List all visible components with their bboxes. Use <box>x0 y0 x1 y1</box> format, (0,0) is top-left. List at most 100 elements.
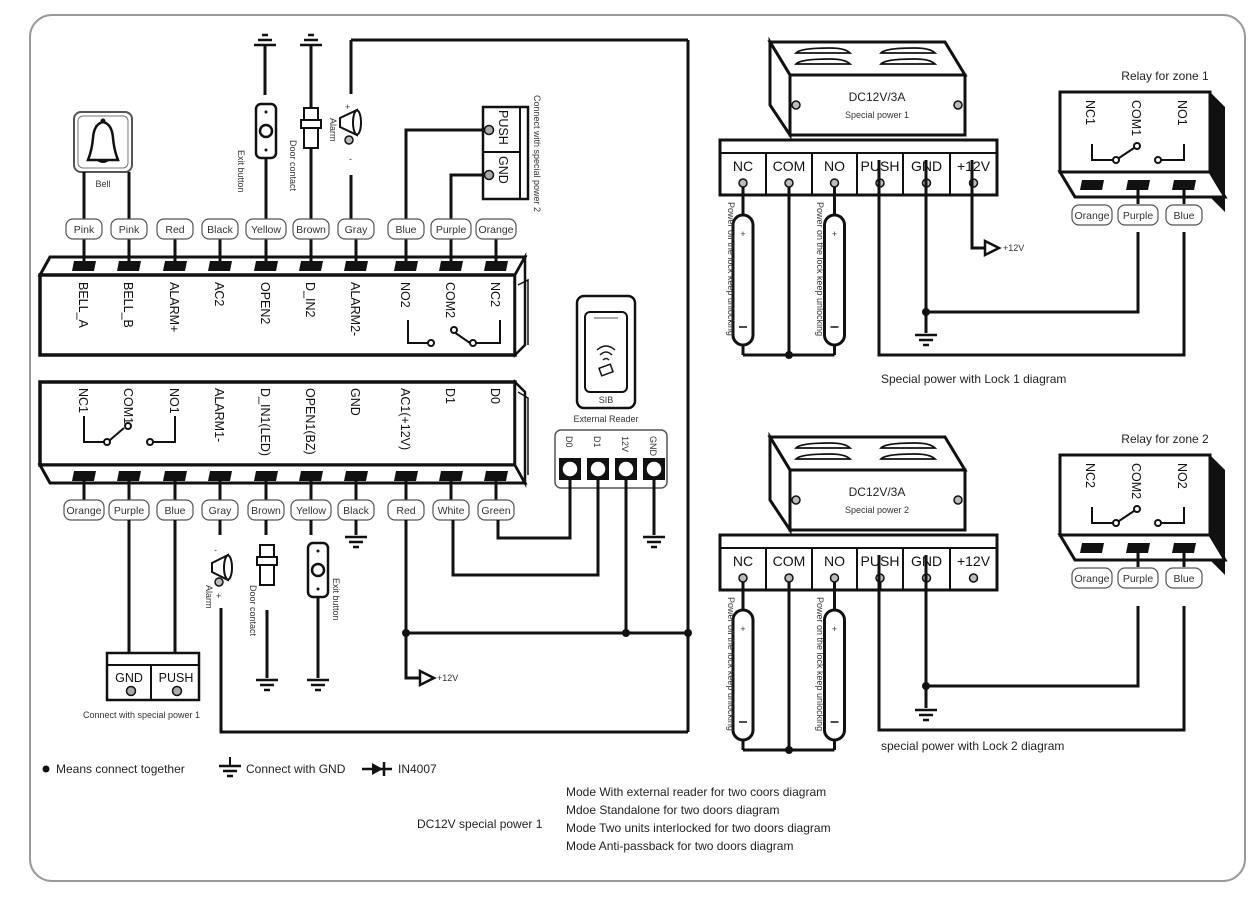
screw-icon <box>829 573 840 583</box>
lower-terminal-label: NC1 <box>76 388 90 413</box>
wire-color-label: Yellow <box>296 505 326 517</box>
wire-color-badge <box>475 218 517 240</box>
power-terminal-label: +12V <box>957 553 991 569</box>
screw-icon <box>483 169 495 181</box>
terminal-pad <box>1080 180 1104 190</box>
reader-pin-label: D1 <box>592 436 602 448</box>
lower-terminal-label: D1 <box>443 388 457 404</box>
plus12v-label: +12V <box>1003 243 1024 253</box>
terminal-pad <box>299 261 323 271</box>
relay-title: Relay for zone 2 <box>1121 432 1209 446</box>
lower-terminal-strip <box>37 378 529 488</box>
terminal-pad <box>439 261 463 271</box>
lower-wire-badge: Orange <box>63 499 105 521</box>
upper-terminal-label: NC2 <box>488 282 502 307</box>
power-terminal-label: COM <box>773 553 806 569</box>
lower-wire-badge: Green <box>477 499 515 521</box>
relay-wire-badge: Purple <box>1117 204 1159 226</box>
wire-color-badge <box>201 218 239 240</box>
alarm-minus-label: - <box>214 545 217 555</box>
reader-terminal <box>559 458 581 480</box>
svg-text:+: + <box>740 229 745 239</box>
terminal-pad <box>208 261 232 271</box>
door-contact-icon <box>300 107 322 149</box>
plus12v-label: +12V <box>437 673 458 683</box>
lower-wire-badge: White <box>432 499 470 521</box>
terminal-pad <box>344 471 368 481</box>
lower-terminal-label: OPEN1(BZ) <box>303 388 317 455</box>
power-name: Special power 1 <box>845 110 909 120</box>
wire-color-label: Purple <box>114 505 145 517</box>
alarm-siren-icon <box>339 108 362 145</box>
wire-color-badge <box>65 218 103 240</box>
wire-color-label: Brown <box>296 224 326 236</box>
gnd-icon <box>305 678 331 692</box>
diode-icon <box>362 762 392 776</box>
svg-text:+: + <box>832 229 837 239</box>
wire-color-label: Gray <box>209 505 233 517</box>
special-power2-note: Connect with special power 2 <box>532 95 542 212</box>
wire-color-badge <box>430 218 472 240</box>
wire-color-badge <box>1071 567 1113 589</box>
wire-color-label: Orange <box>478 224 513 236</box>
footer-mode-line: Mdoe Standalone for two doors diagram <box>566 803 779 817</box>
lower-wire-badge: Purple <box>108 499 150 521</box>
svg-text:+: + <box>740 624 745 634</box>
terminal-pad <box>344 261 368 271</box>
relay-terminal-label: NC1 <box>1083 100 1097 125</box>
power-rating: DC12V/3A <box>849 485 906 499</box>
upper-wire-badge: Pink <box>65 218 103 240</box>
wire-color-label: Red <box>165 224 184 236</box>
power-name: Special power 2 <box>845 505 909 515</box>
terminal-pad <box>1172 543 1196 553</box>
upper-terminal-label: COM2 <box>443 282 457 318</box>
exit-button-label: Exit button <box>236 150 246 193</box>
relay-terminal-label: COM1 <box>1129 100 1143 136</box>
terminal-pad <box>394 261 418 271</box>
wire-color-label: Black <box>207 224 233 236</box>
screw-icon <box>738 573 748 583</box>
power-terminal-label: NC <box>733 158 753 174</box>
door-contact-label: Door contact <box>288 140 298 192</box>
exit-button-label: Exit button <box>331 578 341 621</box>
screw-icon <box>784 573 794 583</box>
terminal-pad <box>163 261 187 271</box>
gnd-icon <box>913 333 939 347</box>
wire-color-badge <box>110 218 148 240</box>
wire-color-label: Pink <box>74 224 95 236</box>
power-terminal-label: NO <box>824 553 845 569</box>
lock-off-note: Power off the lock keep unlocking <box>726 202 736 336</box>
lock-on-note: Power on the lock keep unlocking <box>815 202 825 336</box>
reader-pin-label: 12V <box>620 436 630 452</box>
page-frame <box>29 14 1246 882</box>
upper-wire-badge: Orange <box>475 218 517 240</box>
upper-wire-badge: Black <box>201 218 239 240</box>
upper-terminal-label: ALARM+ <box>167 282 181 332</box>
gnd-terminal-label: GND <box>115 671 143 685</box>
alarm-label: Alarm <box>328 118 338 142</box>
upper-wire-badge: Purple <box>430 218 472 240</box>
dot-icon <box>42 765 50 773</box>
legend-diode: IN4007 <box>398 762 437 776</box>
wire-color-badge <box>156 218 194 240</box>
wire-color-label: Green <box>481 505 510 517</box>
wire-color-label: Brown <box>251 505 281 517</box>
wire-color-label: Orange <box>1074 210 1109 222</box>
upper-wire-badge: Blue <box>387 218 425 240</box>
wire-color-badge <box>337 218 375 240</box>
wire-color-badge <box>387 218 425 240</box>
terminal-pad <box>254 261 278 271</box>
lower-wire-badge: Gray <box>201 499 239 521</box>
upper-terminal-label: AC2 <box>212 282 226 306</box>
wire-color-label: White <box>438 505 465 517</box>
relay-wire-badge: Orange <box>1071 204 1113 226</box>
svg-text:+: + <box>832 624 837 634</box>
relay2-switch-symbol <box>407 320 501 347</box>
special-power2-connector <box>481 105 530 201</box>
lower-wire-badge: Black <box>337 499 375 521</box>
terminal-pad <box>439 471 463 481</box>
lower-wire-badge: Brown <box>247 499 285 521</box>
wire-color-badge <box>1165 567 1203 589</box>
